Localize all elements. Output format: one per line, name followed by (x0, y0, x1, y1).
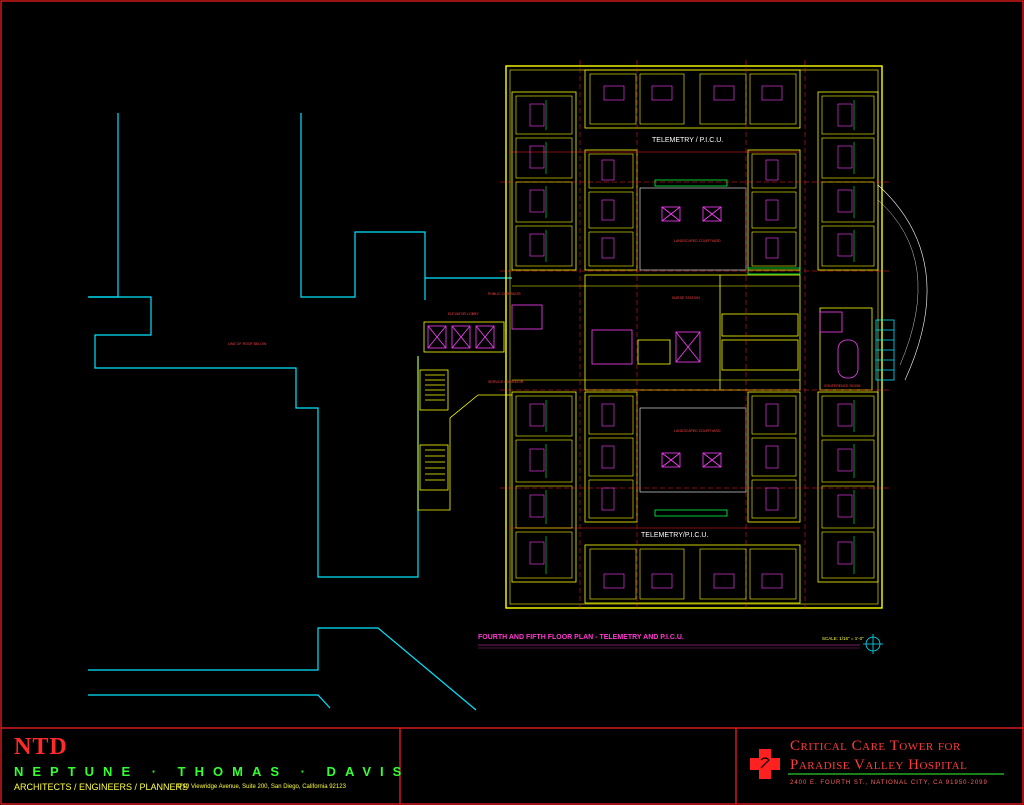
drawing-title: FOURTH AND FIFTH FLOOR PLAN - TELEMETRY … (478, 634, 684, 641)
label-public-corridor: PUBLIC CORRIDOR (488, 292, 521, 296)
label-conference-room: CONFERENCE ROOM (824, 384, 861, 388)
roof-line-label: LINE OF ROOF BELOW (228, 342, 267, 346)
red-cross-icon (750, 749, 780, 779)
firm-name: NEPTUNE · THOMAS · DAVIS (14, 764, 411, 779)
building-plan (500, 60, 928, 610)
label-elevator-lobby: ELEVATOR LOBBY (448, 312, 479, 316)
label-nurse-station: NURSE STATION (672, 296, 700, 300)
connector-block (417, 321, 512, 511)
project-address: 2400 E. FOURTH ST., NATIONAL CITY, CA 91… (790, 780, 988, 786)
drawing-scale: SCALE: 1/16" = 1'-0" (822, 636, 864, 641)
label-courtyard-bottom: LANDSCAPED COURTYARD (674, 429, 721, 433)
project-title-line1: Critical Care Tower for (790, 738, 961, 754)
title-block-frame (1, 727, 1023, 804)
firm-logo: NTD (14, 734, 68, 760)
project-title-line2: Paradise Valley Hospital (790, 757, 968, 773)
label-service-corridor: SERVICE CORRIDOR (488, 380, 524, 384)
site-outline (88, 113, 512, 711)
wing-label-top: TELEMETRY / P.I.C.U. (652, 137, 724, 144)
patient-rooms (515, 73, 875, 600)
firm-address: 4719 Viewridge Avenue, Suite 200, San Di… (176, 784, 346, 790)
wing-label-bottom: TELEMETRY/P.I.C.U. (641, 532, 709, 539)
north-arrow-icon (863, 634, 883, 654)
label-courtyard-top: LANDSCAPED COURTYARD (674, 239, 721, 243)
firm-disciplines: ARCHITECTS / ENGINEERS / PLANNERS (14, 782, 189, 792)
